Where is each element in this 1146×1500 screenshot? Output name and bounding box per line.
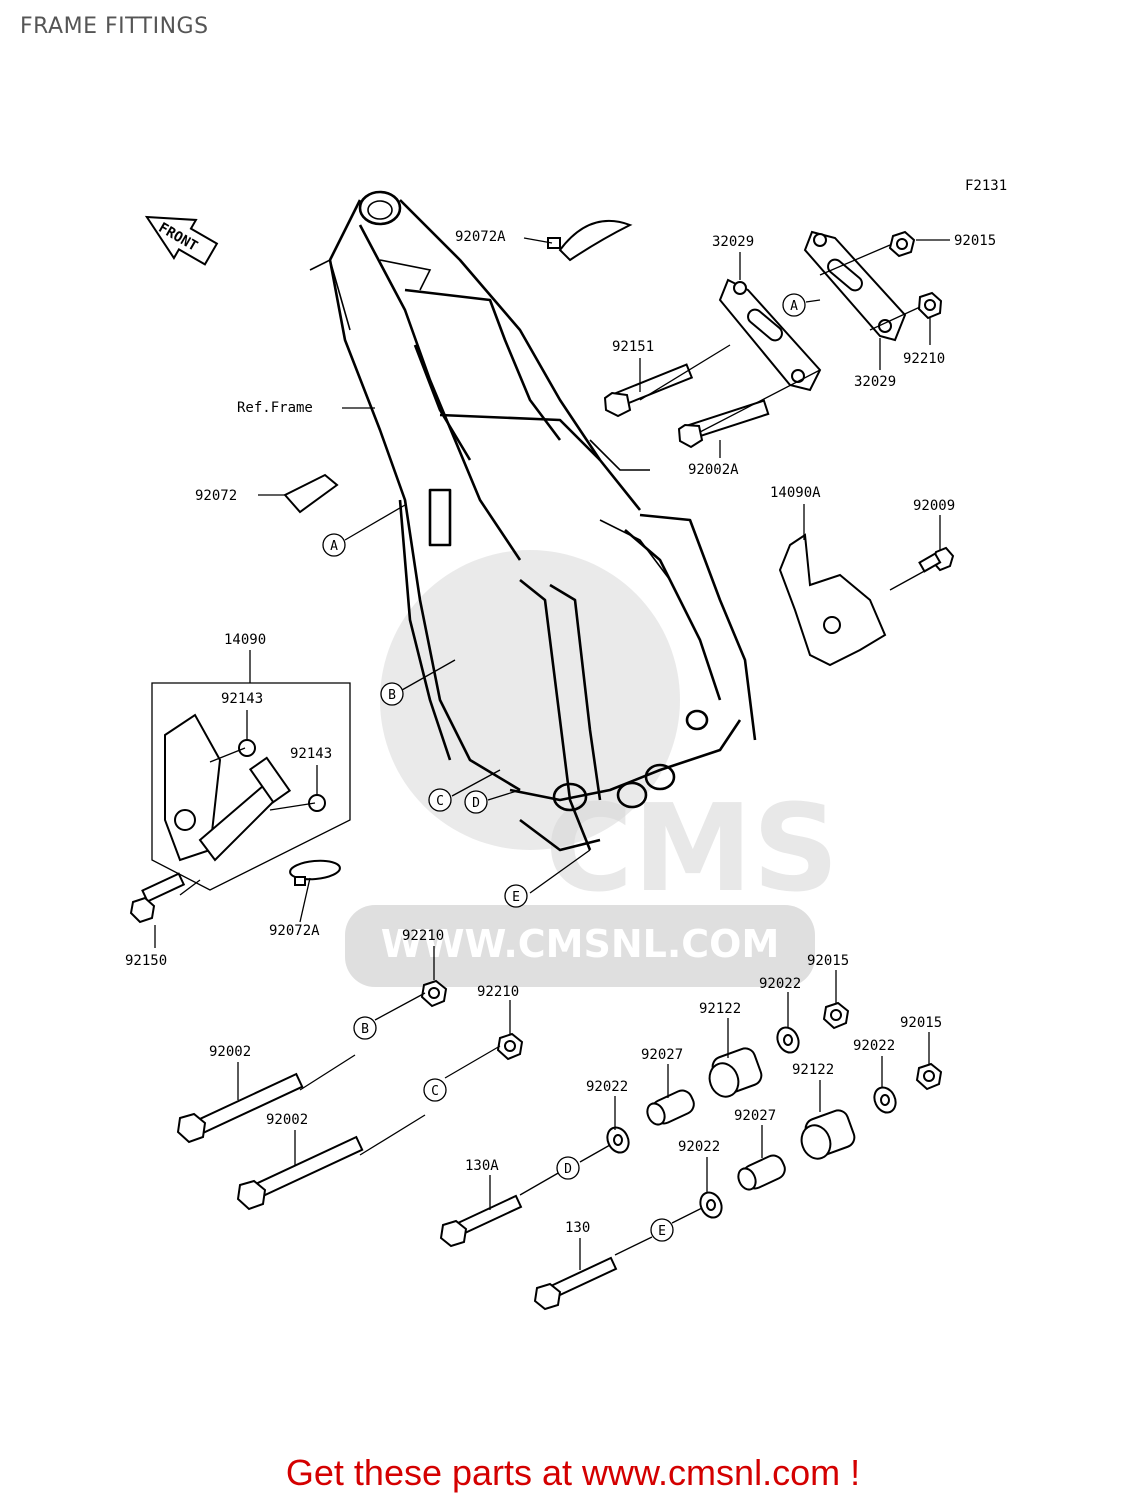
label-92009: 92009	[913, 498, 955, 514]
label-92002A: 92002A	[688, 462, 739, 478]
washer-92022-a	[776, 1026, 800, 1054]
nut-92210-top	[917, 291, 943, 320]
label-14090: 14090	[224, 632, 266, 648]
label-32029-bottom: 32029	[854, 374, 896, 390]
label-92022-b: 92022	[586, 1079, 628, 1095]
leader-lines	[154, 237, 950, 1270]
label-92122-b: 92122	[792, 1062, 834, 1078]
svg-text:E: E	[658, 1224, 666, 1239]
callout-c-frame: C	[428, 788, 452, 812]
nut-92015-b	[822, 1001, 850, 1030]
callout-d-frame: D	[464, 790, 488, 814]
label-92210-right: 92210	[903, 351, 945, 367]
washer-92022-d	[699, 1191, 723, 1219]
cover-14090A	[778, 533, 887, 667]
bolt-92150	[129, 872, 186, 924]
footer-banner[interactable]: Get these parts at www.cmsnl.com !	[0, 1452, 1146, 1494]
motorcycle-frame	[309, 190, 757, 852]
label-92143-b: 92143	[290, 746, 332, 762]
collar-92027-b	[737, 1154, 786, 1191]
svg-text:D: D	[564, 1162, 572, 1177]
svg-text:C: C	[431, 1084, 439, 1099]
label-92150: 92150	[125, 953, 167, 969]
label-92015-top: 92015	[954, 233, 996, 249]
watermark: CMS WWW.CMSNL.COM	[345, 550, 839, 987]
svg-text:B: B	[388, 688, 396, 703]
washer-92022-b	[606, 1126, 630, 1154]
label-92015-b: 92015	[807, 953, 849, 969]
nut-92015-top	[888, 230, 916, 258]
collar-92027-a	[646, 1089, 695, 1126]
callout-b-frame: B	[380, 682, 404, 706]
label-92002-c: 92002	[266, 1112, 308, 1128]
watermark-logo-text: CMS	[545, 780, 839, 919]
callout-b-bolt: B	[353, 1016, 377, 1040]
bushing-92122-a	[708, 1047, 763, 1098]
page-title: FRAME FITTINGS	[20, 14, 209, 39]
nut-92210-b	[420, 979, 448, 1008]
svg-text:C: C	[436, 794, 444, 809]
label-130: 130	[565, 1220, 590, 1236]
clamp-92072A-top	[547, 219, 633, 262]
label-92022-c: 92022	[853, 1038, 895, 1054]
bushing-92122-b	[800, 1109, 856, 1160]
bolt-92002-b	[176, 1072, 304, 1144]
front-arrow-icon: FRONT	[144, 215, 219, 266]
bolt-92151	[603, 363, 694, 418]
label-92210-c: 92210	[477, 984, 519, 1000]
svg-text:E: E	[512, 890, 520, 905]
label-92027-a: 92027	[641, 1047, 683, 1063]
label-32029-top: 32029	[712, 234, 754, 250]
clamp-92072A-bottom	[289, 859, 341, 886]
label-92015-c: 92015	[900, 1015, 942, 1031]
label-92072A-top: 92072A	[455, 229, 506, 245]
bolt-92002-c	[236, 1135, 364, 1211]
clamp-92072	[283, 473, 339, 514]
nut-92210-c	[496, 1032, 524, 1061]
bolt-130	[533, 1256, 618, 1311]
label-92072A-bottom: 92072A	[269, 923, 320, 939]
washer-92022-c	[873, 1086, 897, 1114]
bolt-92009	[918, 546, 955, 573]
figure-code: F2131	[965, 178, 1007, 194]
label-92002-b: 92002	[209, 1044, 251, 1060]
callout-c-bolt: C	[423, 1078, 447, 1102]
callout-e-frame: E	[504, 884, 528, 908]
callout-d-bolt: D	[556, 1156, 580, 1180]
label-92022-a: 92022	[759, 976, 801, 992]
label-92210-b: 92210	[402, 928, 444, 944]
label-92022-d: 92022	[678, 1139, 720, 1155]
footer-link[interactable]: Get these parts at www.cmsnl.com !	[285, 1452, 861, 1493]
engine-mount-plates	[718, 230, 907, 392]
label-130A: 130A	[465, 1158, 499, 1174]
label-14090A: 14090A	[770, 485, 821, 501]
bolt-92002A	[677, 399, 770, 449]
label-92027-b: 92027	[734, 1108, 776, 1124]
label-92143-a: 92143	[221, 691, 263, 707]
label-92122-a: 92122	[699, 1001, 741, 1017]
callout-a-top: A	[782, 293, 806, 317]
label-92151: 92151	[612, 339, 654, 355]
svg-text:D: D	[472, 796, 480, 811]
chain-guide-assembly-14090	[151, 682, 351, 891]
svg-text:B: B	[361, 1022, 369, 1037]
bolt-130A	[439, 1194, 523, 1248]
callout-e-bolt: E	[650, 1218, 674, 1242]
callout-a-frame: A	[322, 533, 346, 557]
nut-92015-c	[915, 1062, 943, 1091]
label-92072: 92072	[195, 488, 237, 504]
ref-frame-label: Ref.Frame	[237, 400, 313, 416]
watermark-url-text: WWW.CMSNL.COM	[381, 922, 780, 966]
svg-text:A: A	[790, 299, 798, 314]
svg-text:A: A	[330, 539, 338, 554]
